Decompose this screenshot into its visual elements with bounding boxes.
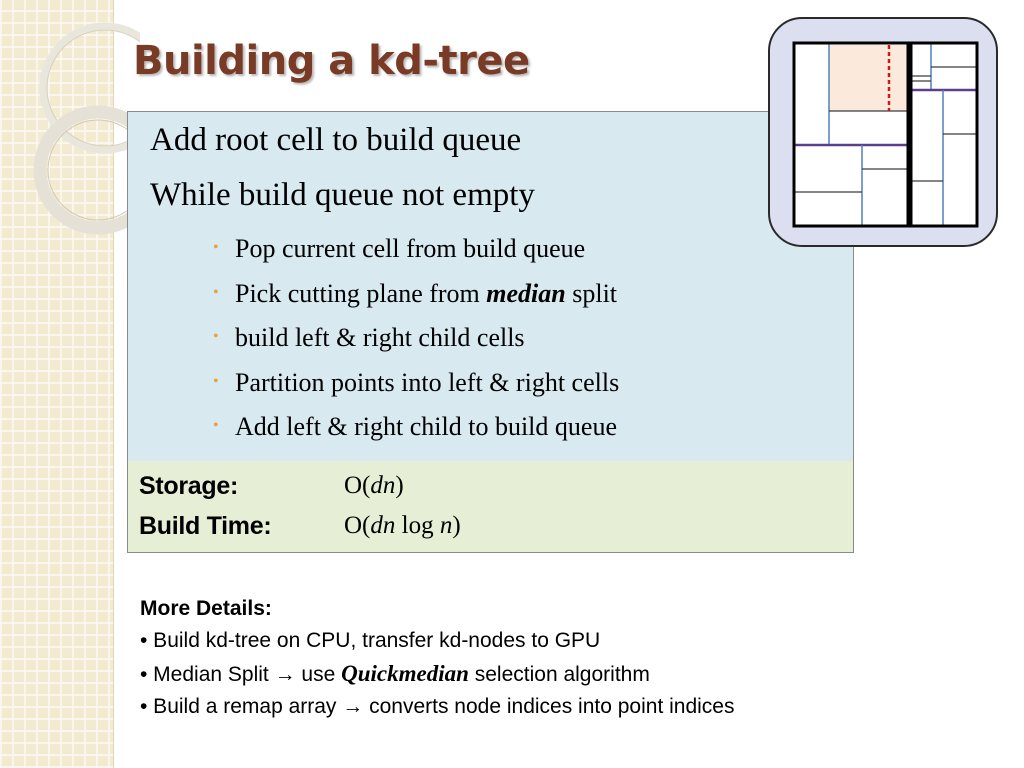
substep-pick-plane: • Pick cutting plane from median split <box>213 279 617 309</box>
kd-highlight-cell <box>829 45 908 111</box>
detail-text: • Median Split → use <box>140 663 342 686</box>
big-o: O( <box>344 472 371 499</box>
more-details-section: More Details: • Build kd-tree on CPU, tr… <box>140 597 735 719</box>
substep-text: Pop current cell from build queue <box>235 234 586 263</box>
algorithm-box: Add root cell to build queue While build… <box>127 111 854 463</box>
kd-partition-svg <box>792 41 979 228</box>
var-dn: dn <box>370 472 396 499</box>
detail-line-2: • Median Split → use Quickmedian selecti… <box>140 661 735 687</box>
more-details-title: More Details: <box>140 597 272 620</box>
algorithm-step-2: While build queue not empty <box>150 177 535 213</box>
detail-line-1: • Build kd-tree on CPU, transfer kd-node… <box>140 629 601 652</box>
var-n: n <box>439 512 453 539</box>
log-word: log <box>395 512 440 539</box>
substep-text: Partition points into left & right cells <box>235 368 620 397</box>
substep-add-children: • Add left & right child to build queue <box>213 412 617 442</box>
algorithm-step-1: Add root cell to build queue <box>150 122 522 158</box>
bullet-icon: • <box>213 373 219 390</box>
bullet-icon: • <box>213 284 219 301</box>
detail-emphasis: Quickmedian <box>341 661 469 686</box>
build-time-label: Build Time: <box>139 512 272 540</box>
kd-tree-diagram <box>768 17 998 247</box>
substep-text: Add left & right child to build queue <box>235 412 617 441</box>
storage-label: Storage: <box>139 472 239 500</box>
decorative-rings <box>33 22 140 235</box>
substep-emphasis: median <box>486 279 566 308</box>
substep-text: Pick cutting plane from <box>235 279 487 308</box>
build-time-value: O(dn log n) <box>344 512 461 540</box>
substep-text: build left & right child cells <box>235 323 525 352</box>
substep-build-children: • build left & right child cells <box>213 323 525 353</box>
paren-close: ) <box>452 512 461 539</box>
substep-pop: • Pop current cell from build queue <box>213 234 585 264</box>
bullet-icon: • <box>213 239 219 256</box>
bullet-icon: • <box>213 417 219 434</box>
substep-text-suffix: split <box>565 279 618 308</box>
bullet-icon: • <box>213 328 219 345</box>
var-dn: dn <box>370 512 396 539</box>
storage-value: O(dn) <box>344 472 404 500</box>
kd-root-border <box>792 41 979 228</box>
detail-line-3: • Build a remap array → converts node in… <box>140 695 735 718</box>
substep-partition: • Partition points into left & right cell… <box>213 368 619 398</box>
paren-close: ) <box>395 472 404 499</box>
slide-title: Building a kd-tree <box>133 38 530 84</box>
complexity-box: Storage: O(dn) Build Time: O(dn log n) <box>127 461 854 553</box>
detail-text-suffix: selection algorithm <box>468 663 650 686</box>
big-o: O( <box>344 512 371 539</box>
